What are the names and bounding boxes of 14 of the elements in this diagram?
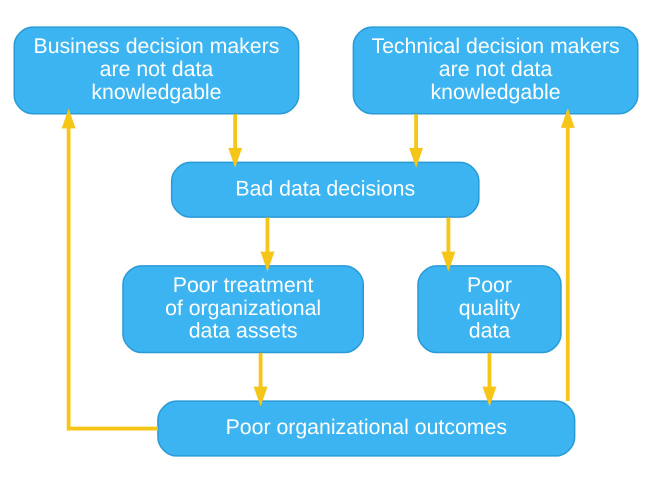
node-box: Poor treatment of organizational data assets — [122, 265, 364, 354]
arrow — [260, 218, 274, 272]
node-box: Business decision makers are not data knowledgable — [14, 26, 300, 115]
arrow — [62, 108, 158, 430]
arrow — [409, 114, 424, 168]
node-box: Poor quality data — [417, 265, 562, 354]
arrow — [441, 218, 456, 272]
arrow — [560, 108, 575, 402]
arrow — [254, 352, 268, 406]
node-box: Poor organizational outcomes — [157, 400, 576, 457]
arrow — [482, 352, 496, 406]
node-box: Technical decision makers are not data knowledgable — [352, 26, 638, 115]
node-box: Bad data decisions — [170, 162, 480, 218]
arrow — [228, 114, 242, 168]
